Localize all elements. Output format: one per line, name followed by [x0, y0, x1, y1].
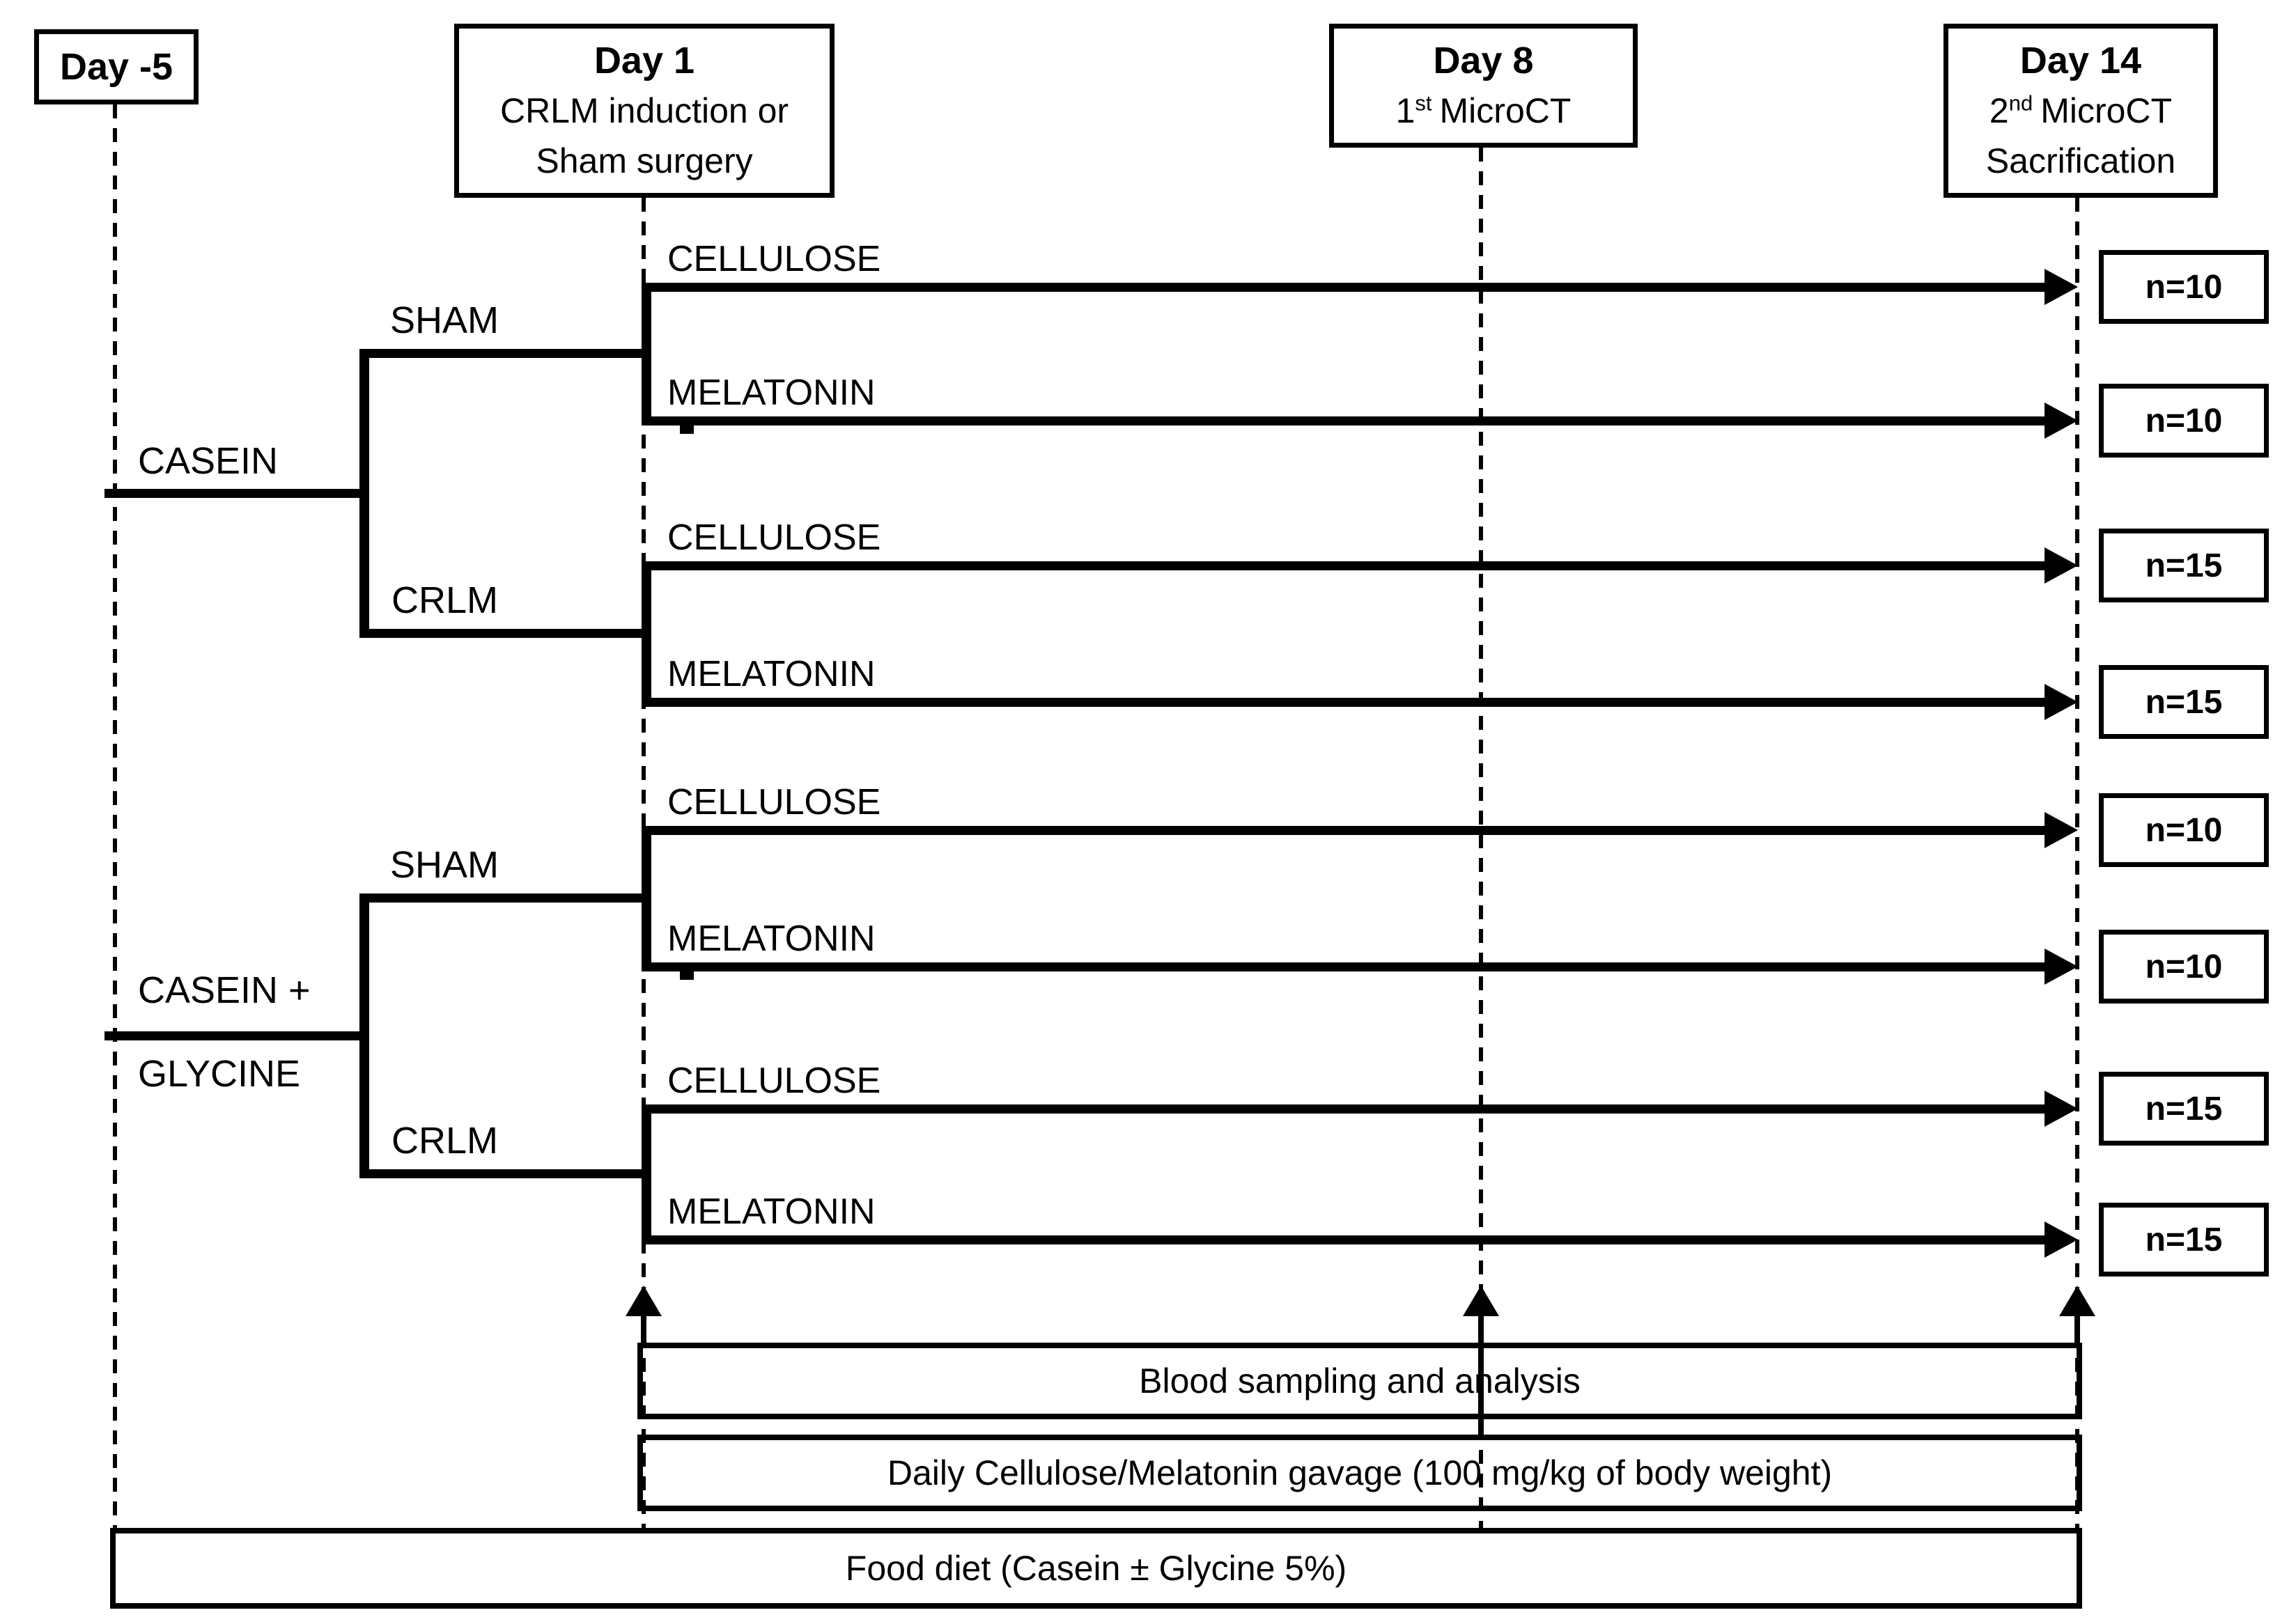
bar-blood-sampling: Blood sampling and analysis [637, 1343, 2082, 1419]
joint-tick [680, 425, 694, 434]
arm-bracket-crlm1 [642, 561, 651, 707]
arm-line-5 [642, 826, 2051, 835]
arm-label-2-melatonin: MELATONIN [667, 373, 876, 413]
ordinal-suffix: nd [2008, 91, 2033, 116]
arrowhead-right-icon [2044, 1091, 2078, 1127]
arm-line-4 [642, 698, 2051, 707]
dashed-guide-day14 [2075, 198, 2079, 1530]
arrowhead-right-icon [2044, 684, 2078, 720]
ordinal-number: 1 [1395, 91, 1415, 130]
bar-gavage: Daily Cellulose/Melatonin gavage (100 mg… [637, 1435, 2082, 1511]
n-value: n=10 [2145, 402, 2223, 439]
branch-line-crlm-2 [359, 1169, 646, 1178]
arm-line-6 [642, 962, 2051, 971]
n-box-8: n=15 [2099, 1203, 2269, 1276]
branch-bracket-group2 [359, 893, 369, 1178]
diet-label-casein-glycine-line1: CASEIN + [138, 969, 311, 1011]
trunk-line-casein [104, 489, 369, 498]
milestone-title: Day 14 [2019, 40, 2142, 81]
branch-line-sham-2 [359, 893, 646, 903]
n-value: n=10 [2145, 948, 2223, 985]
arm-bracket-sham2 [642, 826, 651, 971]
arrow-stem [2074, 1313, 2080, 1347]
n-value: n=10 [2145, 268, 2223, 306]
arrow-stem [641, 1313, 646, 1347]
n-box-5: n=10 [2099, 793, 2269, 867]
arrowhead-up-icon [2059, 1286, 2095, 1316]
n-value: n=15 [2145, 547, 2223, 584]
n-box-7: n=15 [2099, 1072, 2269, 1146]
n-value: n=10 [2145, 811, 2223, 849]
arm-label-5-cellulose: CELLULOSE [667, 782, 881, 822]
arrowhead-up-icon [1463, 1286, 1499, 1316]
arm-label-6-melatonin: MELATONIN [667, 919, 876, 959]
arrow-stem [1478, 1313, 1484, 1437]
joint-tick [680, 971, 694, 980]
n-value: n=15 [2145, 1090, 2223, 1127]
ordinal-suffix: st [1415, 91, 1432, 116]
arm-line-2 [642, 416, 2051, 425]
branch-bracket-group1 [359, 349, 369, 638]
branch-label-sham-2: SHAM [390, 844, 499, 886]
arrowhead-right-icon [2044, 269, 2078, 305]
arm-bracket-sham1 [642, 283, 651, 425]
arm-line-3 [642, 561, 2051, 570]
branch-label-sham-1: SHAM [390, 299, 499, 341]
diet-label-casein-glycine-line2: GLYCINE [138, 1053, 301, 1095]
arm-bracket-crlm2 [642, 1104, 651, 1244]
arm-label-1-cellulose: CELLULOSE [667, 239, 881, 279]
arm-line-7 [642, 1104, 2051, 1114]
milestone-subtitle: Sham surgery [536, 141, 753, 180]
branch-label-crlm-1: CRLM [391, 579, 499, 621]
arrowhead-right-icon [2044, 1221, 2078, 1258]
n-value: n=15 [2145, 1221, 2223, 1258]
bar-label: Blood sampling and analysis [1139, 1361, 1581, 1400]
arm-label-7-cellulose: CELLULOSE [667, 1061, 881, 1101]
milestone-subtitle-text: MicroCT [1439, 91, 1572, 130]
arrowhead-right-icon [2044, 547, 2078, 584]
ordinal-number: 2 [1989, 91, 2009, 130]
n-box-6: n=10 [2099, 930, 2269, 1004]
n-box-2: n=10 [2099, 384, 2269, 458]
milestone-box-day-minus5: Day -5 [34, 29, 199, 104]
bar-food-diet: Food diet (Casein ± Glycine 5%) [110, 1528, 2082, 1609]
n-box-1: n=10 [2099, 250, 2269, 324]
milestone-subtitle-text: MicroCT [2040, 91, 2173, 130]
branch-line-sham-1 [359, 349, 646, 358]
branch-label-crlm-2: CRLM [391, 1120, 499, 1162]
milestone-box-day14: Day 14 2nd MicroCT Sacrification [1943, 24, 2218, 198]
milestone-box-day8: Day 8 1st MicroCT [1329, 24, 1638, 148]
arrowhead-right-icon [2044, 812, 2078, 848]
arm-label-8-melatonin: MELATONIN [667, 1192, 876, 1232]
milestone-title: Day -5 [59, 46, 173, 88]
branch-line-crlm-1 [359, 629, 646, 638]
trunk-line-casein-glycine [104, 1031, 369, 1040]
milestone-subtitle: 2nd MicroCT [1989, 86, 2172, 136]
arrowhead-up-icon [626, 1286, 662, 1316]
milestone-subtitle: Sacrification [1985, 141, 2176, 180]
n-value: n=15 [2145, 683, 2223, 721]
arm-line-1 [642, 283, 2051, 292]
dashed-guide-day8 [1479, 148, 1483, 1530]
arm-line-8 [642, 1235, 2051, 1244]
dashed-guide-day-minus5 [113, 104, 117, 1530]
milestone-title: Day 1 [593, 40, 695, 81]
diet-label-casein: CASEIN [138, 440, 279, 482]
arm-label-4-melatonin: MELATONIN [667, 654, 876, 694]
milestone-box-day1: Day 1 CRLM induction or Sham surgery [454, 24, 835, 198]
milestone-title: Day 8 [1433, 40, 1534, 81]
arrowhead-right-icon [2044, 403, 2078, 439]
arm-label-3-cellulose: CELLULOSE [667, 517, 881, 558]
bar-label: Food diet (Casein ± Glycine 5%) [845, 1549, 1347, 1588]
bar-label: Daily Cellulose/Melatonin gavage (100 mg… [887, 1453, 1833, 1492]
milestone-subtitle: CRLM induction or [499, 91, 789, 130]
milestone-subtitle: 1st MicroCT [1396, 86, 1572, 136]
arrowhead-right-icon [2044, 948, 2078, 985]
n-box-3: n=15 [2099, 529, 2269, 602]
n-box-4: n=15 [2099, 665, 2269, 739]
